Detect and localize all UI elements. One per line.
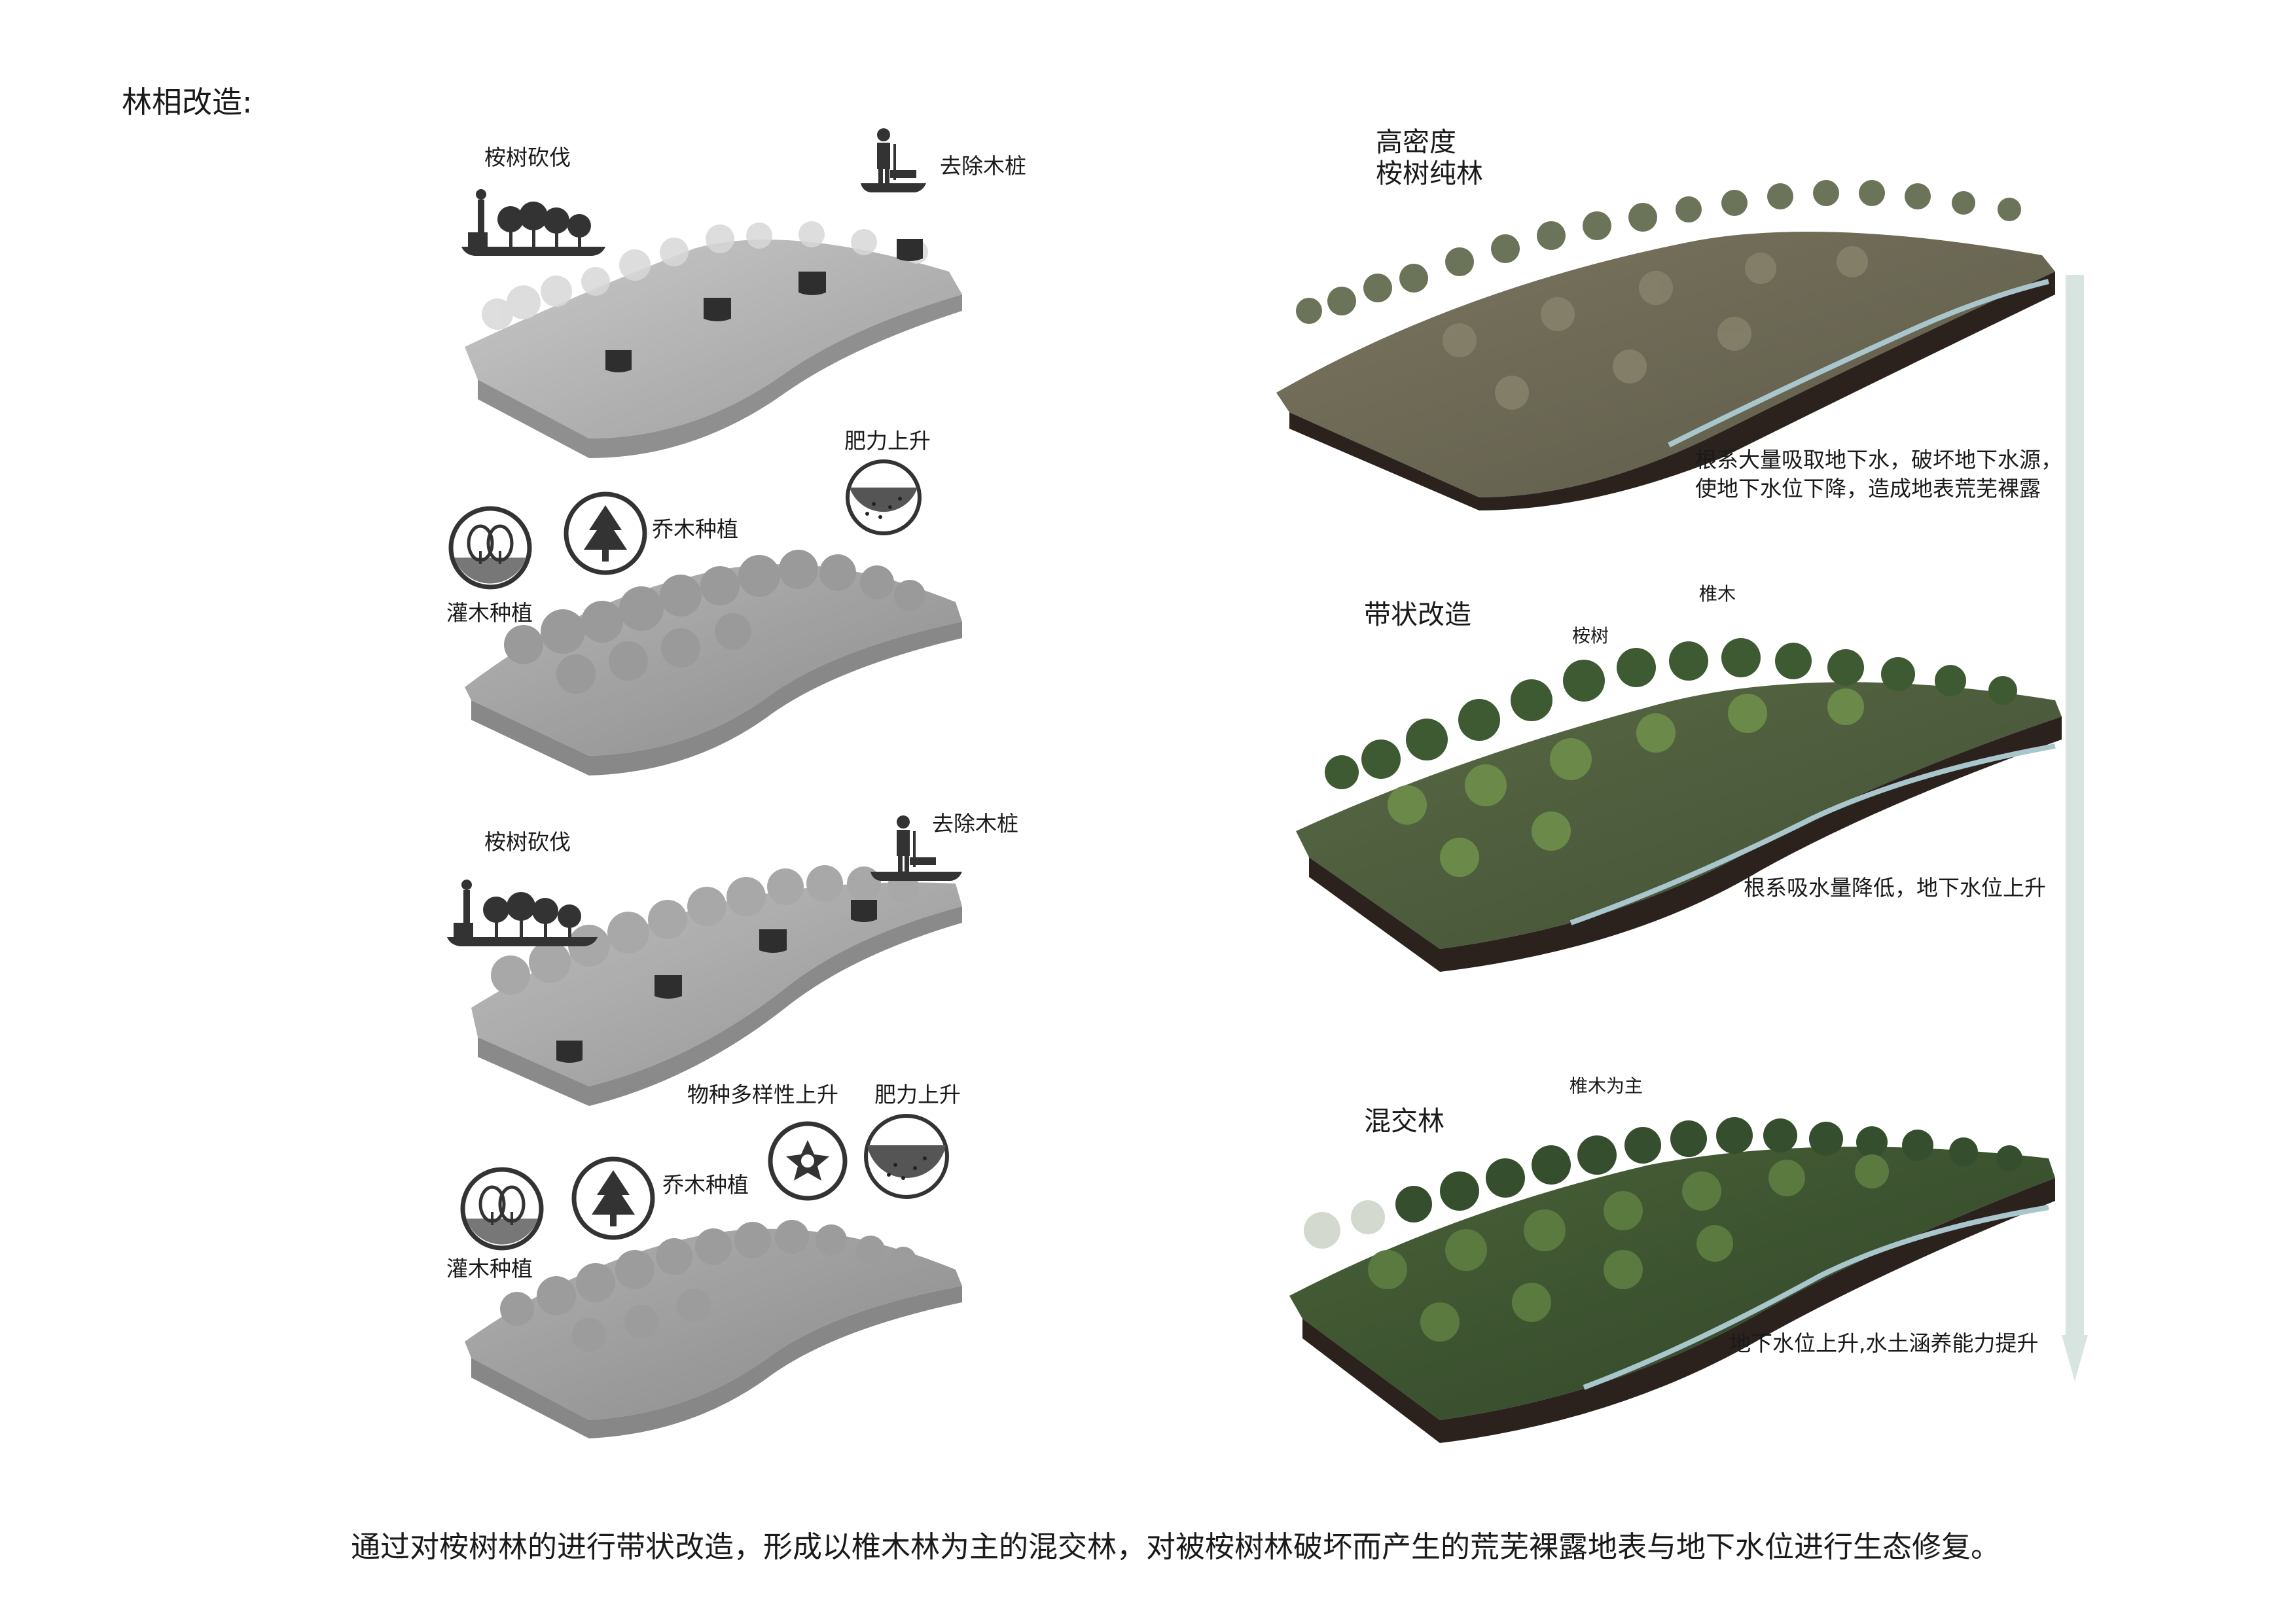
panel-eucalyptus-cut-2: [445, 812, 982, 1126]
summary-caption: 通过对桉树林的进行带状改造，形成以椎木林为主的混交林，对被桉树林破坏而产生的荒芜…: [351, 1529, 2001, 1564]
panel-planting-1: [445, 504, 982, 779]
panel-planting-2: [445, 1178, 982, 1440]
conifer-tree-icon: [571, 1156, 656, 1241]
stage1-title-line2: 桉树纯林: [1376, 158, 1483, 189]
logging-icon: [458, 187, 609, 259]
label-eucalyptus-cut-2: 桉树砍伐: [484, 829, 571, 855]
biodiversity-icon: [767, 1120, 849, 1202]
stage3-note: 地下水位上升,水土涵养能力提升: [1729, 1330, 2039, 1356]
conifer-tree-icon: [563, 491, 648, 576]
label-zhui-dominant: 椎木为主: [1570, 1075, 1643, 1097]
soil-fertility-icon: [844, 458, 923, 537]
label-arbor-planting-1: 乔木种植: [652, 516, 738, 542]
stage1-note-line2: 使地下水位下降，造成地表荒芜裸露: [1695, 476, 2041, 501]
stump-removal-icon: [857, 124, 929, 196]
label-fertility-1: 肥力上升: [844, 428, 931, 454]
label-eucalyptus-cut-1: 桉树砍伐: [484, 145, 571, 170]
stump-removal-icon: [867, 812, 965, 887]
stage2-title: 带状改造: [1364, 599, 1471, 630]
label-zhui-tree: 椎木: [1699, 583, 1736, 605]
stage3-title: 混交林: [1364, 1105, 1444, 1137]
page-title: 林相改造:: [122, 84, 253, 120]
label-stump-removal-1: 去除木桩: [940, 153, 1026, 179]
stage-eucalyptus-monoculture: [1263, 157, 2075, 510]
stage1-title-line1: 高密度: [1376, 126, 1456, 158]
soil-fertility-icon: [863, 1113, 951, 1201]
shrub-icon: [459, 1166, 545, 1251]
label-fertility-2: 肥力上升: [874, 1082, 961, 1107]
label-arbor-planting-2: 乔木种植: [662, 1172, 749, 1198]
label-stump-removal-2: 去除木桩: [932, 811, 1018, 836]
stage-mixed-forest: [1283, 1073, 2081, 1453]
panel-eucalyptus-cut-1: [445, 131, 982, 471]
logging-icon: [444, 877, 601, 949]
label-shrub-planting-1: 灌木种植: [446, 600, 533, 626]
label-eucalyptus: 桉树: [1572, 625, 1609, 647]
label-shrub-planting-2: 灌木种植: [446, 1256, 533, 1281]
stage-strip-transformation: [1289, 609, 2075, 975]
shrub-icon: [448, 505, 533, 590]
stage1-note-line1: 根系大量吸取地下水，破坏地下水源，: [1695, 447, 2062, 473]
progress-arrow: [2062, 275, 2088, 1387]
stage2-note: 根系吸水量降低，地下水位上升: [1744, 875, 2046, 901]
label-biodiversity: 物种多样性上升: [687, 1082, 838, 1107]
